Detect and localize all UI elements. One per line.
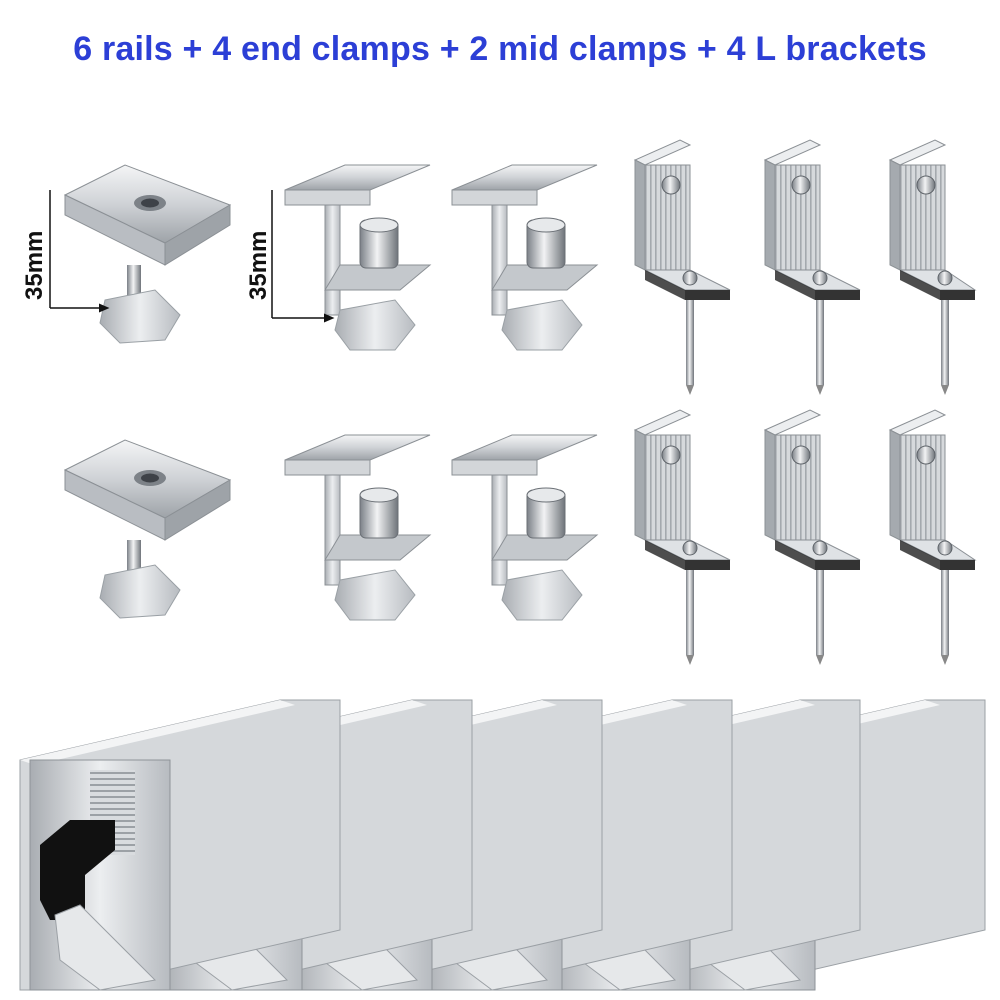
mid-clamp-dimension: 35mm [21, 190, 110, 313]
product-title: 6 rails + 4 end clamps + 2 mid clamps + … [73, 30, 927, 68]
l-bracket-2 [763, 139, 861, 395]
mid-clamp-2 [63, 439, 232, 619]
end-clamp-1 [284, 164, 432, 351]
l-bracket-5 [763, 409, 861, 665]
end-clamp-4 [451, 434, 599, 621]
end-clamp-3 [284, 434, 432, 621]
mid-clamp-1 [63, 164, 232, 344]
end-clamp-dimension: 35mm [245, 190, 335, 323]
end-clamp-2 [451, 164, 599, 351]
rail-1 [19, 699, 341, 991]
l-bracket-6 [888, 409, 977, 665]
rails-group [19, 699, 986, 991]
l-bracket-4 [633, 409, 731, 665]
mid-clamp-dimension-label: 35mm [21, 231, 48, 300]
l-bracket-1 [633, 139, 731, 395]
l-bracket-3 [888, 139, 977, 395]
end-clamp-dimension-label: 35mm [245, 231, 272, 300]
